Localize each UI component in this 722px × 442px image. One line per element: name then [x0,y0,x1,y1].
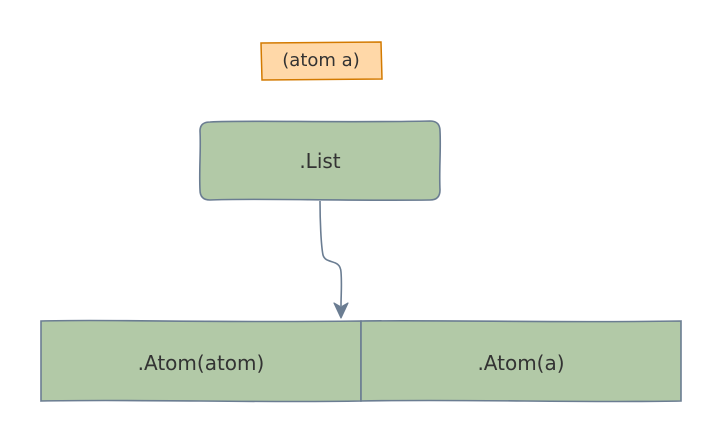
list-label: .List [299,149,340,173]
atom-row: .Atom(atom) .Atom(a) [40,319,682,403]
expression-node: (atom a) [260,41,383,81]
atom-label-right: .Atom(a) [477,351,564,375]
connector-arrow [319,200,349,319]
expression-label: (atom a) [282,50,359,71]
connector-line [319,200,343,307]
arrowhead-icon [333,302,349,319]
atom-box-right [360,319,682,403]
expression-box [260,41,383,81]
list-node: .List [198,120,442,202]
list-box [198,120,442,202]
atom-label-left: .Atom(atom) [138,351,265,375]
